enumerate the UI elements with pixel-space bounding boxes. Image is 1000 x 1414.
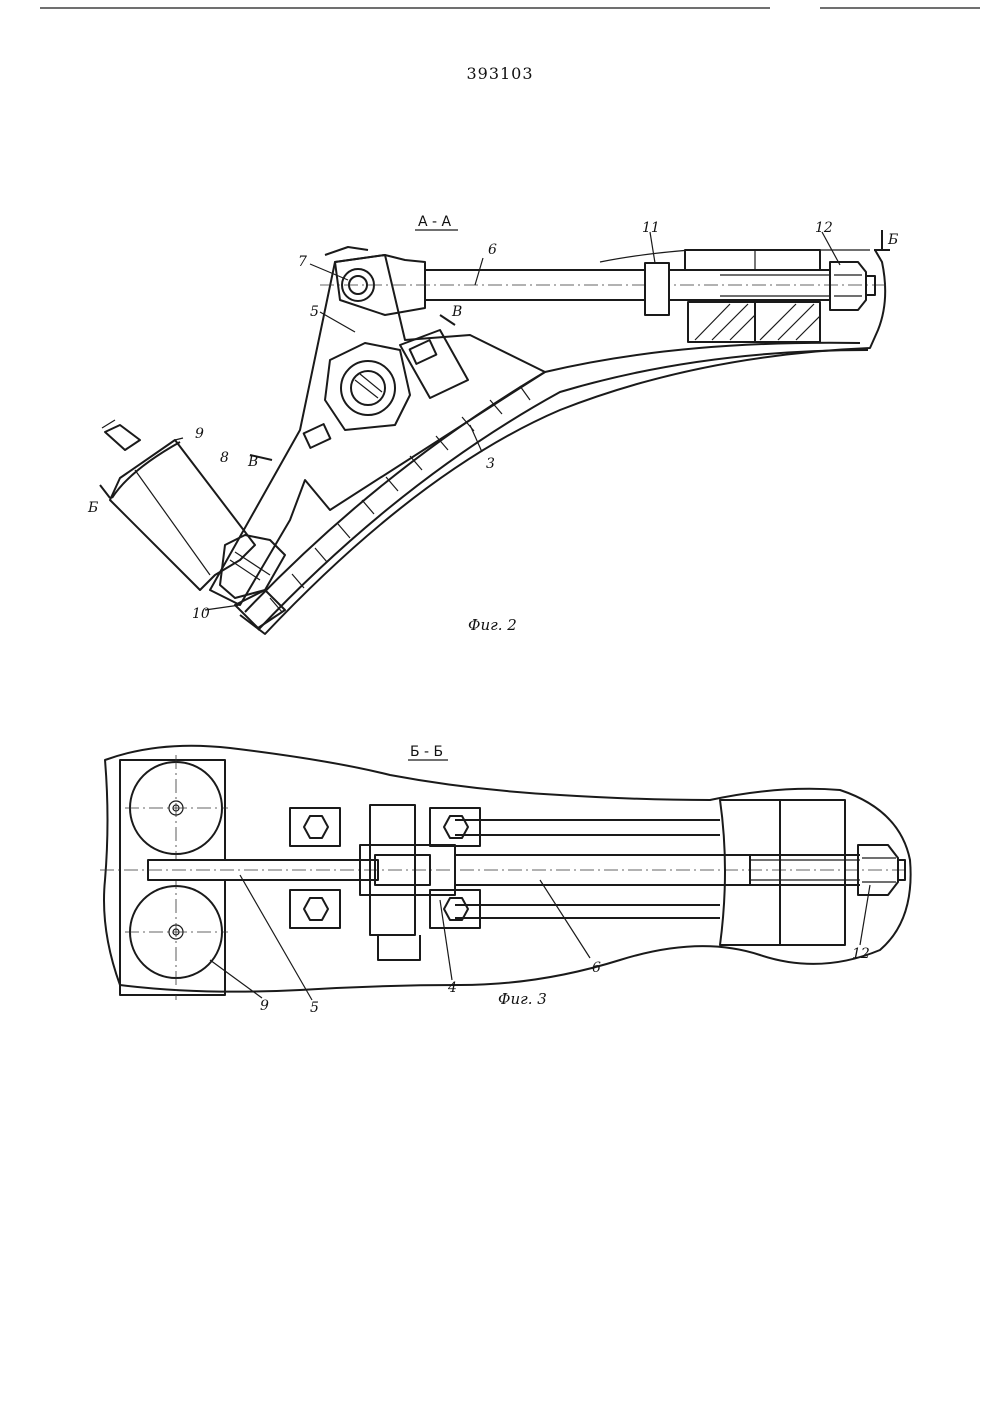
label-5: 5 <box>310 304 319 320</box>
nut-11 <box>645 263 669 315</box>
nut-12 <box>830 262 866 310</box>
leader-5 <box>320 312 355 332</box>
leader-7 <box>310 264 348 280</box>
base-body-outline <box>240 250 885 634</box>
label-11: 11 <box>642 220 660 236</box>
plate-upper-curve <box>245 343 860 612</box>
base-top-edge <box>600 250 870 262</box>
bracket-4-stem <box>378 935 420 960</box>
plate-lower-curve <box>258 350 868 630</box>
cylinder-fitting <box>105 425 140 450</box>
figure-2: А - А 7 6 5 11 12 Б В 9 8 В 3 Б 10 Фиг. … <box>87 214 898 634</box>
cylinder-cap <box>112 442 180 498</box>
pivot-block <box>325 343 410 430</box>
leader-5-fig3 <box>240 875 312 1000</box>
clamp-block <box>400 330 468 398</box>
label-cut-b-top: Б <box>887 232 898 248</box>
leader-10 <box>205 605 240 610</box>
label-9-fig3: 9 <box>260 998 269 1014</box>
label-10: 10 <box>192 606 210 622</box>
figure-3-caption: Фиг. 3 <box>498 990 547 1008</box>
guide-body <box>720 800 845 945</box>
label-6: 6 <box>488 242 497 258</box>
cut-plane-b-left <box>100 485 110 498</box>
label-8: 8 <box>220 450 229 466</box>
section-label-b-b: Б - Б <box>410 744 443 760</box>
label-cut-v-2: В <box>247 454 258 470</box>
leader-11 <box>650 232 655 263</box>
cylinder-9 <box>110 440 255 590</box>
bolt-head-bl <box>290 890 340 928</box>
label-12: 12 <box>815 220 833 236</box>
leader-6 <box>475 258 483 285</box>
guide-top <box>685 250 820 270</box>
figure-3: Б - Б 9 5 4 6 12 Фиг. 3 <box>100 744 911 1016</box>
label-9: 9 <box>195 426 204 442</box>
eye-bracket <box>325 247 368 255</box>
leader-3 <box>470 425 482 452</box>
pivot-pin <box>351 371 385 405</box>
bolt-end <box>866 276 875 295</box>
figure-2-caption: Фиг. 2 <box>468 616 517 634</box>
label-4-fig3: 4 <box>447 980 457 996</box>
label-6-fig3: 6 <box>592 960 601 976</box>
label-cut-v-1: В <box>451 304 462 320</box>
pivot-bush <box>341 361 395 415</box>
label-12-fig3: 12 <box>852 946 870 962</box>
label-cut-b-left: Б <box>87 500 98 516</box>
bolt-head-tr <box>430 808 480 846</box>
guide-hatching <box>695 304 820 340</box>
section-label-a-a: А - А <box>418 214 452 230</box>
label-5-fig3: 5 <box>310 1000 319 1016</box>
bolt-head-tl <box>290 808 340 846</box>
leader-12 <box>822 232 840 265</box>
label-7: 7 <box>298 254 307 270</box>
label-3: 3 <box>486 456 495 472</box>
